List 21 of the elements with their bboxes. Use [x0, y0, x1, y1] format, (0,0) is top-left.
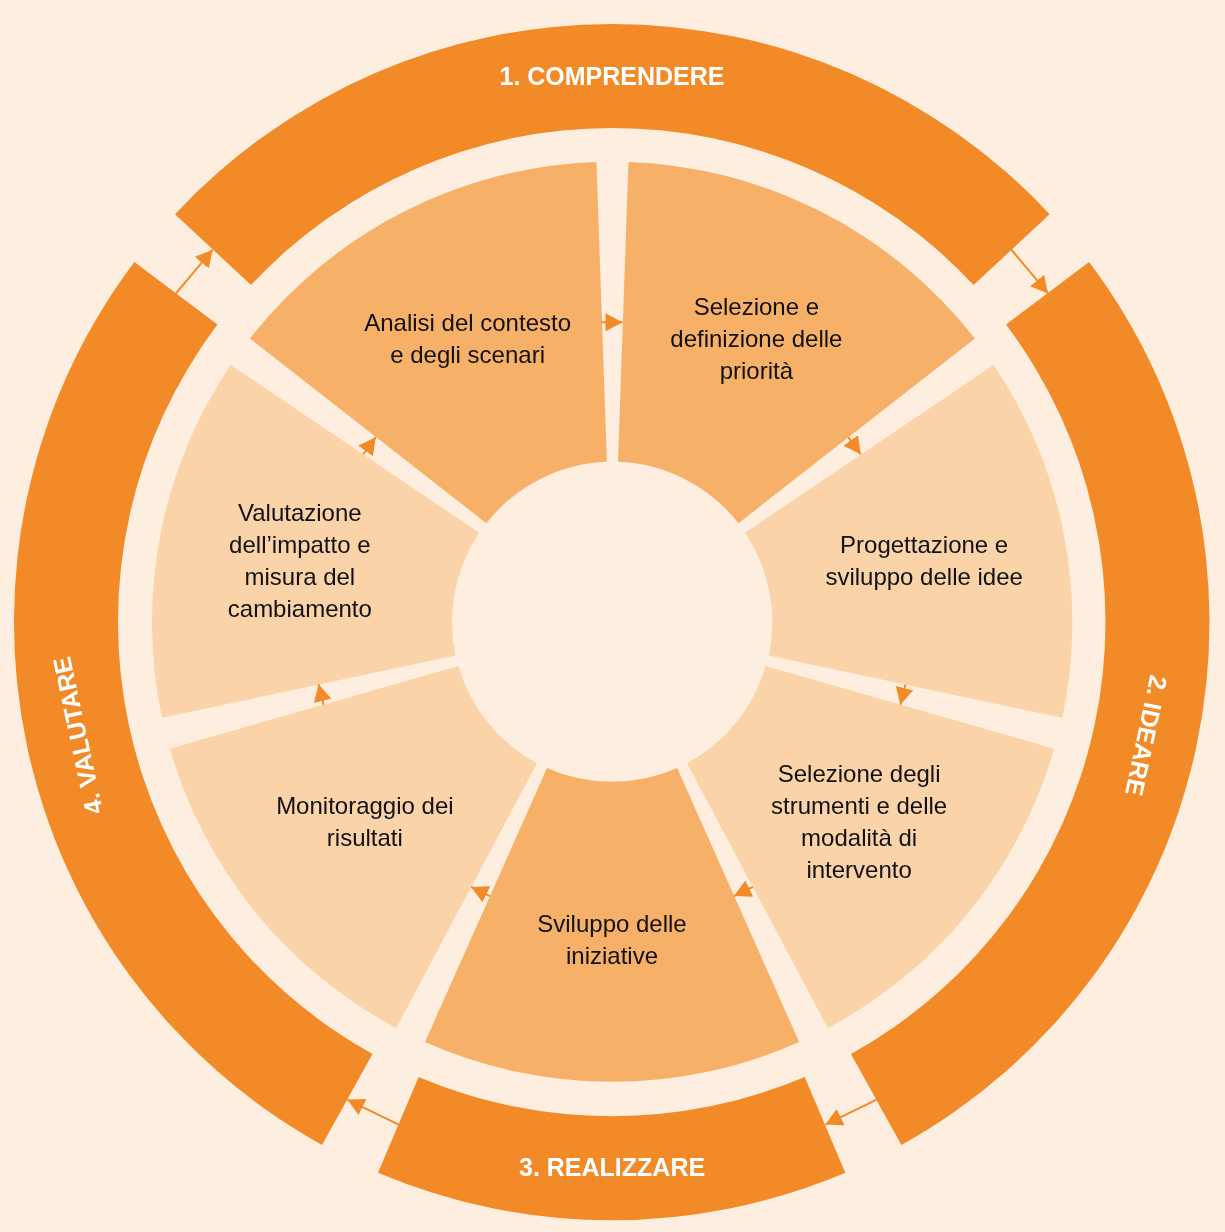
phase-label: 2. IDEARE: [1119, 672, 1174, 799]
arrow: [895, 683, 914, 706]
arrow: [313, 683, 332, 706]
arrow: [174, 248, 214, 295]
step-label: Selezione e definizione delle priorità: [669, 291, 844, 386]
step-label: Selezione degli strumenti e delle modalità di intervento: [770, 759, 949, 886]
arrow: [600, 313, 624, 332]
step-label: Monitoraggio dei risultati: [275, 791, 455, 854]
arrow: [733, 880, 754, 898]
phase-label: 3. REALIZZARE: [519, 1153, 706, 1183]
arrow: [1010, 248, 1050, 295]
arrow: [824, 1098, 878, 1126]
step-label: Analisi del contesto e degli scenari: [363, 307, 572, 370]
arrow: [358, 436, 377, 457]
step-label: Sviluppo delle iniziative: [536, 909, 688, 971]
arrow: [470, 885, 491, 903]
step-label: Progettazione e sviluppo delle idee: [824, 530, 1024, 593]
arrow: [346, 1098, 400, 1126]
step-label: Valutazione dell’impatto e misura del cambiamento: [226, 498, 373, 625]
arrow: [843, 435, 862, 456]
phase-label: 1. COMPRENDERE: [499, 61, 725, 91]
